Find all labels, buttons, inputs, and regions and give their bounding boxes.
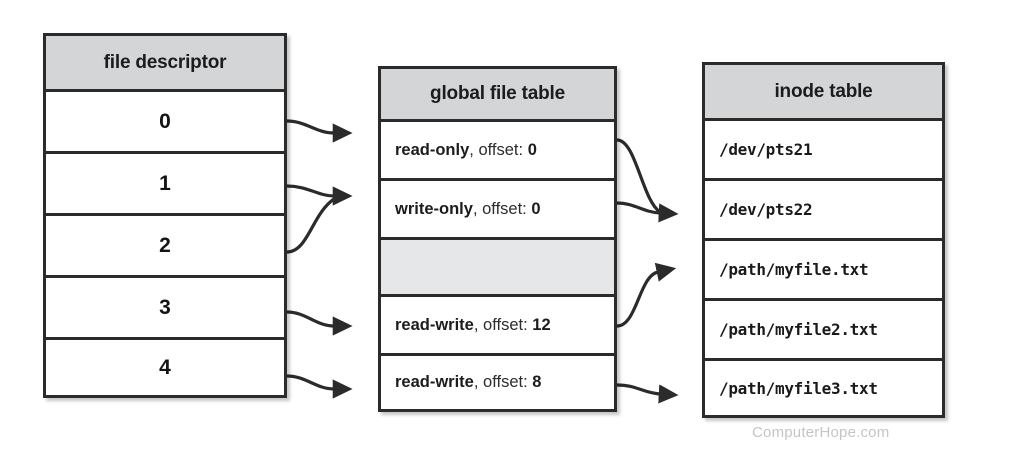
gft-row-4-offset-label: , offset: xyxy=(473,373,533,391)
gft-row-0-mode: read-only xyxy=(395,140,470,159)
gft-row-3-offset-value: 12 xyxy=(532,315,551,334)
gft-row-1-mode: write-only xyxy=(395,199,473,218)
connector-fd3-to-readwrite12 xyxy=(286,310,353,336)
inode-row-2-path: /path/myfile.txt xyxy=(719,260,869,279)
gft-table-header: global file table xyxy=(381,69,614,122)
gft-row-read-only-text: read-only, offset: 0 xyxy=(395,141,537,160)
gft-row-read-write-8-text: read-write, offset: 8 xyxy=(395,373,541,392)
connector-readwrite8-to-myfile3 xyxy=(616,383,679,404)
fd-row-2[interactable]: 2 xyxy=(46,216,284,278)
fd-row-0[interactable]: 0 xyxy=(46,92,284,154)
inode-table-header-label: inode table xyxy=(774,80,873,102)
gft-row-0-offset-value: 0 xyxy=(527,140,537,159)
inode-row-0-path: /dev/pts21 xyxy=(719,140,813,159)
connector-fd2-to-writeonly xyxy=(286,197,335,254)
global-file-table: global file table read-only, offset: 0 w… xyxy=(378,66,617,412)
gft-row-read-write-12[interactable]: read-write, offset: 12 xyxy=(381,297,614,356)
inode-row-myfile[interactable]: /path/myfile.txt xyxy=(705,241,942,301)
connector-fd4-to-readwrite8 xyxy=(286,374,353,399)
gft-row-read-only[interactable]: read-only, offset: 0 xyxy=(381,122,614,181)
fd-row-3[interactable]: 3 xyxy=(46,278,284,340)
fd-row-2-label: 2 xyxy=(159,233,171,257)
fd-table-header-label: file descriptor xyxy=(103,51,227,73)
inode-row-pts22[interactable]: /dev/pts22 xyxy=(705,181,942,241)
connector-writeonly-to-pts22 xyxy=(616,201,679,223)
inode-table-header: inode table xyxy=(705,65,942,121)
fd-row-0-label: 0 xyxy=(159,109,171,133)
inode-row-4-path: /path/myfile3.txt xyxy=(719,378,878,398)
gft-row-read-write-8[interactable]: read-write, offset: 8 xyxy=(381,356,614,409)
inode-row-myfile2[interactable]: /path/myfile2.txt xyxy=(705,301,942,361)
fd-row-1[interactable]: 1 xyxy=(46,154,284,216)
fd-row-4[interactable]: 4 xyxy=(46,340,284,395)
inode-row-3-path: /path/myfile2.txt xyxy=(719,320,878,339)
inode-row-myfile3[interactable]: /path/myfile3.txt xyxy=(705,361,942,415)
gft-row-3-offset-label: , offset: xyxy=(473,315,533,334)
fd-row-4-label: 4 xyxy=(159,355,171,379)
inode-row-1-path: /dev/pts22 xyxy=(719,200,813,219)
gft-table-header-label: global file table xyxy=(430,83,565,104)
fd-table-header: file descriptor xyxy=(46,36,284,92)
fd-row-3-label: 3 xyxy=(159,295,171,319)
watermark-text: ComputerHope.com xyxy=(752,424,890,441)
connector-fd0-to-readonly xyxy=(286,119,353,143)
connector-readwrite12-to-myfile xyxy=(616,262,677,328)
gft-row-read-write-12-text: read-write, offset: 12 xyxy=(395,316,551,335)
gft-row-1-offset-label: , offset: xyxy=(472,199,532,218)
gft-row-3-mode: read-write xyxy=(395,315,474,334)
gft-row-write-only-text: write-only, offset: 0 xyxy=(395,200,541,219)
file-descriptor-table: file descriptor 0 1 2 3 4 xyxy=(43,33,287,398)
gft-row-write-only[interactable]: write-only, offset: 0 xyxy=(381,181,614,240)
gft-row-empty[interactable] xyxy=(381,240,614,297)
connector-fd1-to-writeonly xyxy=(286,184,353,206)
inode-table: inode table /dev/pts21 /dev/pts22 /path/… xyxy=(702,62,945,418)
gft-row-4-offset-value: 8 xyxy=(532,373,542,391)
inode-row-pts21[interactable]: /dev/pts21 xyxy=(705,121,942,181)
gft-row-0-offset-label: , offset: xyxy=(469,140,528,159)
fd-row-1-label: 1 xyxy=(159,171,171,195)
gft-row-4-mode: read-write xyxy=(395,373,474,391)
connector-readonly-to-pts22 xyxy=(616,138,662,214)
gft-row-1-offset-value: 0 xyxy=(531,199,541,218)
